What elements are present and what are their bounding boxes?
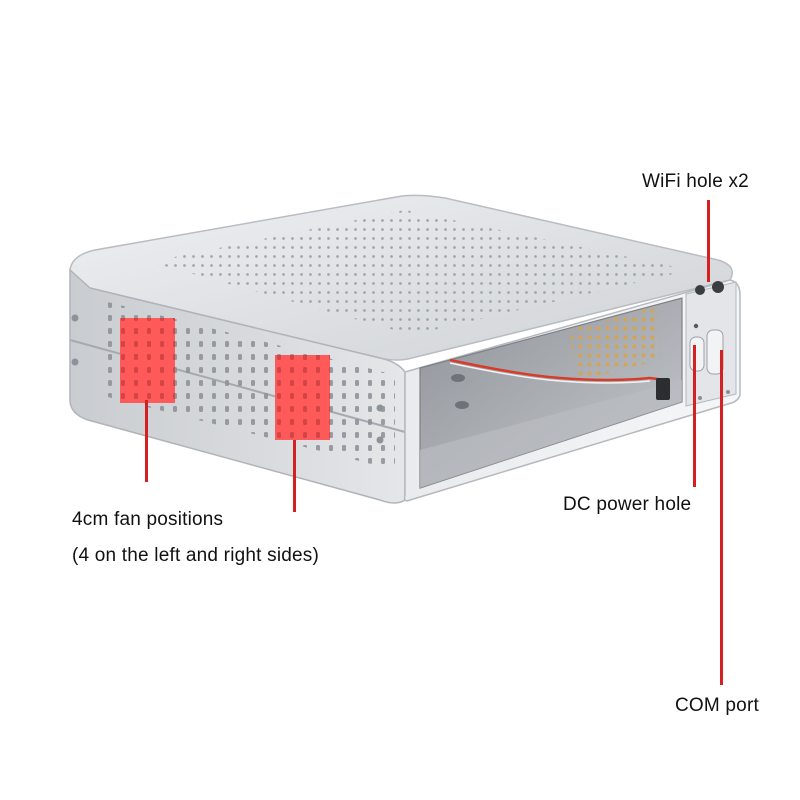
wifi-hole-label: WiFi hole x2 — [642, 171, 749, 192]
wifi-hole-1 — [695, 285, 705, 295]
fan-right-leader-line — [293, 440, 296, 512]
internal-cable — [449, 358, 666, 382]
fan-positions-label: 4cm fan positions — [72, 509, 224, 530]
wifi-leader-line — [707, 200, 710, 282]
com-port-cutout — [706, 329, 724, 375]
fan-positions-sublabel: (4 on the left and right sides) — [72, 545, 320, 566]
chassis-top-vent-pattern — [150, 210, 690, 335]
fan-left-leader-line — [145, 400, 148, 482]
dc-power-leader-line — [693, 345, 696, 487]
dc-power-hole-label: DC power hole — [563, 494, 692, 515]
wifi-hole-2 — [712, 281, 724, 293]
com-port-leader-line — [720, 350, 723, 685]
com-port-label: COM port — [675, 695, 759, 716]
